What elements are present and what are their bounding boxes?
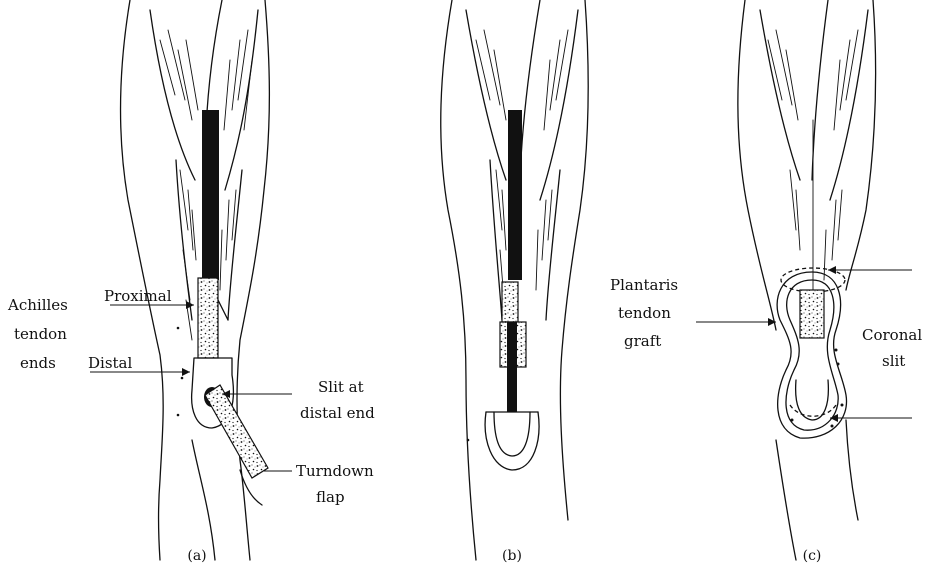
label-achilles: Achilles [7, 296, 68, 314]
panel-c-muscle-fibers [768, 30, 858, 300]
label-slit-2: distal end [300, 404, 375, 422]
caption-c: (c) [803, 548, 822, 564]
label-slit: slit [882, 352, 905, 370]
label-distal: Distal [88, 354, 132, 372]
caption-a: (a) [187, 548, 206, 564]
label-turndown-2: flap [316, 488, 345, 506]
label-plantaris-graft: graft [624, 332, 661, 350]
panel-c-suture-bottom [790, 405, 836, 416]
label-plantaris-tendon: tendon [618, 304, 671, 322]
panel-a: Achilles tendon ends Proximal Distal Sli… [7, 0, 375, 564]
label-plantaris: Plantaris [610, 276, 678, 294]
label-slit-1: Slit at [318, 378, 364, 396]
panel-b: (b) [441, 0, 589, 564]
panel-b-excision-strip [508, 110, 522, 280]
panel-c: Plantaris tendon graft Coronal slit (c) [610, 0, 922, 564]
panel-a-proximal-stump [198, 278, 218, 358]
panel-b-proximal-stump [502, 282, 518, 322]
label-proximal: Proximal [104, 287, 172, 305]
label-tendon: tendon [14, 325, 67, 343]
label-coronal: Coronal [862, 326, 922, 344]
panel-a-excision-strip [202, 110, 219, 280]
panel-c-proximal-stump [800, 290, 824, 338]
panel-b-distal-end [485, 412, 539, 470]
label-turndown-1: Turndown [296, 462, 374, 480]
caption-b: (b) [502, 548, 522, 564]
label-ends: ends [20, 354, 56, 372]
